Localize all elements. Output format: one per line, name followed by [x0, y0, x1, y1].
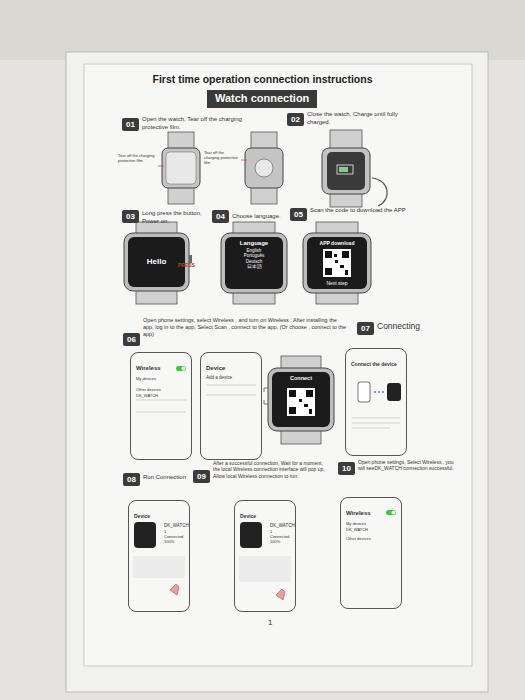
- phone-screen: Connect the device: [345, 348, 407, 456]
- phone-screen: DeviceDK_WATCH1 Connected100%: [128, 500, 190, 612]
- phone-screen: Wireless My devicesDK_WATCH Other devices: [340, 497, 402, 609]
- step-number: 04: [212, 210, 229, 223]
- screen-text: 1 Connected: [164, 529, 184, 539]
- screen-heading: Wireless: [136, 365, 186, 373]
- step-number: 07: [357, 322, 374, 335]
- step-number: 10: [338, 462, 355, 475]
- watch-screen: Connect: [272, 372, 330, 427]
- callout-text: PRESS: [178, 262, 200, 268]
- screen-text: Add a device: [206, 375, 256, 381]
- instruction-text: Tear off the charging protective film: [204, 150, 240, 165]
- screen-text: DK_WATCH: [136, 393, 186, 398]
- step-number-text: 03: [126, 212, 135, 222]
- screen-text: DK_WATCH: [346, 527, 396, 532]
- screen-text: My devices: [346, 521, 396, 526]
- instruction-text: Choose language.: [232, 213, 288, 221]
- screen-heading: Device: [134, 513, 184, 519]
- screen-text: 日本語: [247, 264, 262, 270]
- screen-text: Deutsch: [246, 259, 263, 265]
- screen-text: 100%: [270, 539, 290, 544]
- screen-text: My devices: [136, 376, 186, 381]
- step-number-text: 01: [126, 120, 135, 130]
- instruction-text: Connecting: [377, 321, 457, 332]
- screen-text: Other devices: [136, 387, 186, 392]
- screen-heading: Hello: [147, 257, 167, 267]
- watch-screen: APP downloadNext step: [307, 237, 367, 289]
- screen-text: Português: [244, 253, 265, 259]
- instruction-text: Run Connection: [143, 474, 193, 482]
- screen-heading: Device: [240, 513, 290, 519]
- screen-text: DK_WATCH: [164, 523, 184, 529]
- screen-text: 1 Connected: [270, 529, 290, 539]
- step-number: 08: [123, 473, 140, 486]
- screen-text: Other devices: [346, 536, 396, 541]
- step-number-text: 07: [361, 324, 370, 334]
- step-number: 01: [122, 118, 139, 131]
- phone-screen: DeviceAdd a device: [200, 352, 262, 460]
- instruction-text: Scan the code to download the APP: [310, 207, 420, 215]
- step-number-text: 02: [291, 115, 300, 125]
- screen-heading: Watch connection: [215, 92, 309, 106]
- phone-screen: DeviceDK_WATCH1 Connected100%: [234, 500, 296, 612]
- step-number: 02: [287, 113, 304, 126]
- step-number: 06: [123, 333, 140, 346]
- step-number: 03: [122, 210, 139, 223]
- screen-heading: Language: [240, 240, 268, 248]
- screen-text: Next step: [326, 280, 347, 286]
- instruction-text: Close the watch, Charge until fully char…: [307, 111, 417, 126]
- instruction-text: Tear off the charging protective film: [118, 153, 156, 163]
- screen-heading: Connect: [290, 375, 312, 382]
- step-number: 05: [290, 208, 307, 221]
- step-number-text: 06: [127, 335, 136, 345]
- screen-heading: APP download: [320, 240, 355, 246]
- step-number-text: 09: [197, 472, 206, 482]
- phone-screen: Wireless My devicesOther devicesDK_WATCH: [130, 352, 192, 460]
- screen-heading: Device: [206, 365, 256, 373]
- step-number-text: 05: [294, 210, 303, 220]
- instruction-text: Long press the button, Power on.: [142, 210, 210, 225]
- instruction-text: Open the watch, Tear off the charging pr…: [142, 116, 267, 131]
- screen-text: 100%: [164, 539, 184, 544]
- step-number-text: 04: [216, 212, 225, 222]
- screen-heading: Connect the device: [351, 361, 401, 367]
- screen-text: English: [247, 248, 262, 254]
- instruction-text: After a successful connection, Wait for …: [213, 460, 331, 479]
- step-number-text: 10: [342, 464, 351, 474]
- screen-heading: Wireless: [346, 510, 396, 518]
- watch-screen: Hello: [128, 237, 185, 287]
- watch-screen: LanguageEnglishPortuguêsDeutsch日本語: [225, 237, 283, 289]
- instruction-text: Open phone settings, select Wireless , a…: [143, 317, 348, 338]
- step-number-text: 08: [127, 475, 136, 485]
- page-number: 1: [268, 618, 280, 628]
- instruction-text: Open phone settings, Select Wireless , y…: [358, 459, 460, 472]
- step-number: 09: [193, 470, 210, 483]
- page-title: First time operation connection instruct…: [90, 73, 435, 86]
- section-band: Watch connection: [207, 90, 317, 108]
- screen-text: DK_WATCH: [270, 523, 290, 529]
